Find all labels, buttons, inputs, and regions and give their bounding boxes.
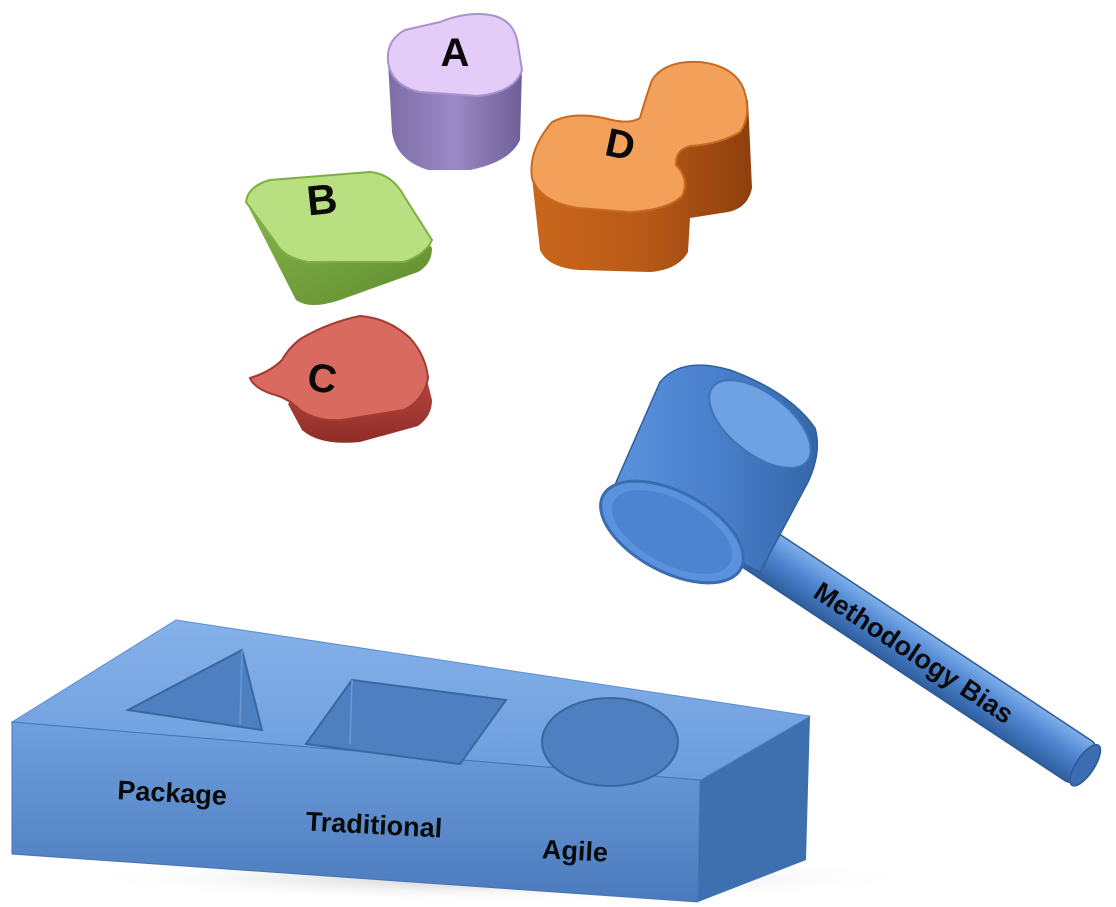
piece-b-letter: B — [304, 175, 339, 225]
piece-b: B — [244, 170, 434, 305]
sorter-board: Package Traditional Agile — [10, 619, 920, 903]
hammer-head — [599, 364, 819, 585]
triangle-hole — [124, 648, 264, 732]
piece-c: C — [248, 314, 432, 443]
hammer-label: Methodology Bias — [808, 576, 1018, 729]
piece-a-letter: A — [441, 31, 470, 75]
label-traditional: Traditional — [305, 806, 443, 843]
label-package: Package — [117, 775, 228, 811]
square-hole — [304, 678, 508, 766]
label-agile: Agile — [541, 834, 608, 867]
piece-d: D — [530, 60, 752, 272]
circle-hole — [541, 697, 679, 787]
piece-a: A — [386, 13, 524, 170]
piece-c-letter: C — [305, 355, 340, 403]
